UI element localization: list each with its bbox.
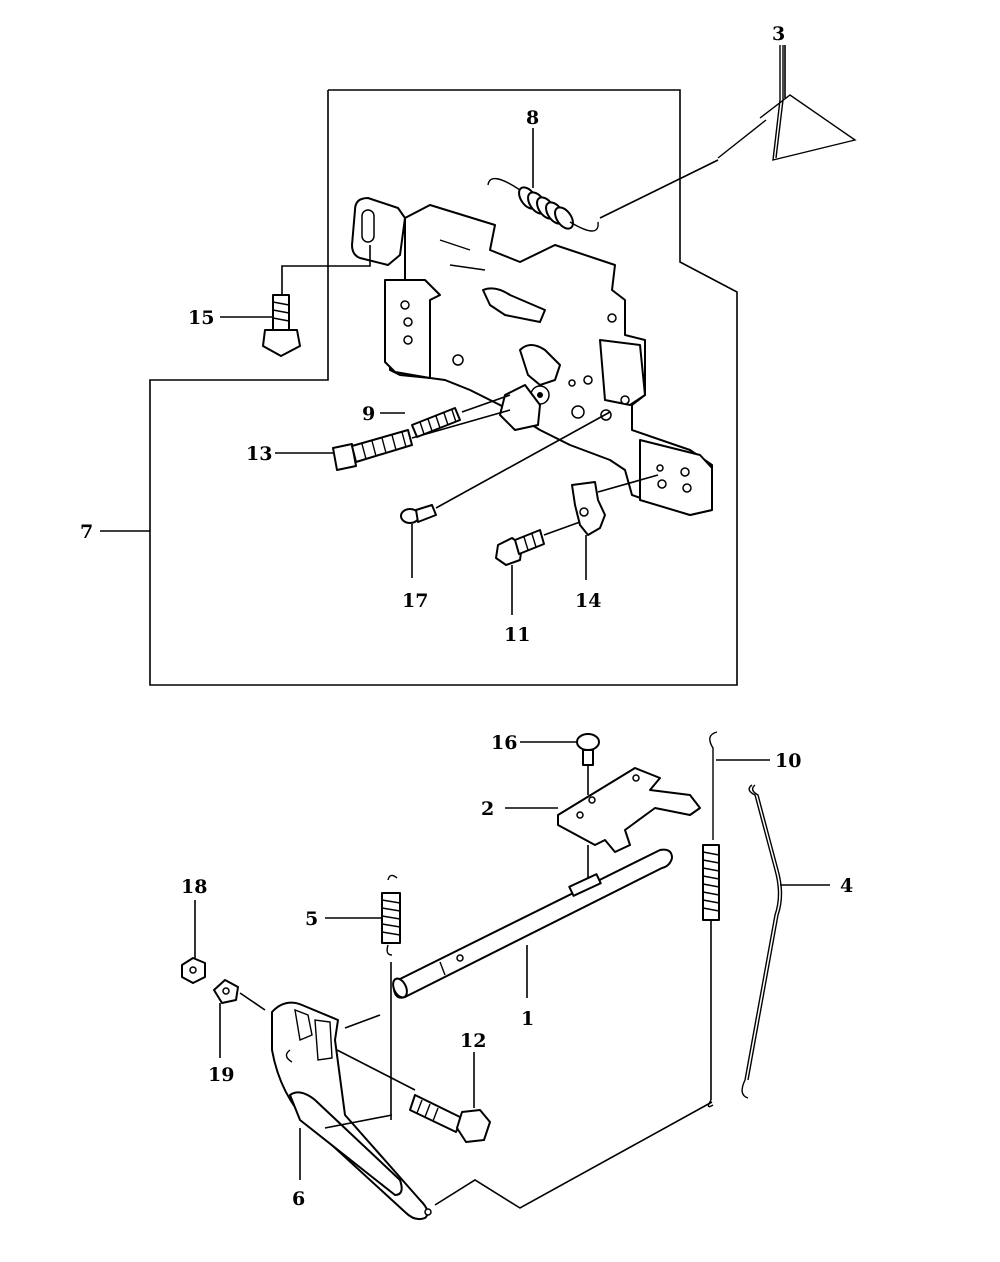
part-3-wire-clip (717, 45, 857, 161)
callout-18: 18 (181, 876, 207, 898)
callout-labels: 3 8 15 9 13 7 17 14 11 16 10 2 4 18 5 1 … (80, 23, 853, 1210)
part-2-plate (505, 767, 701, 890)
callout-5: 5 (305, 908, 318, 930)
callout-11: 11 (504, 624, 530, 646)
callout-14: 14 (575, 590, 601, 612)
part-12-bolt (336, 1049, 491, 1143)
part-1-shaft (344, 848, 673, 1029)
callout-17: 17 (402, 590, 428, 612)
part-17-screw (400, 411, 611, 578)
callout-7: 7 (80, 521, 93, 543)
assembly-7-outline (100, 89, 738, 686)
callout-9: 9 (362, 403, 375, 425)
part-6-throttle-lever (271, 1001, 713, 1221)
callout-4: 4 (840, 875, 853, 897)
part-7-control-bracket (351, 197, 713, 516)
part-5-spring (325, 874, 401, 1120)
callout-3: 3 (772, 23, 785, 45)
part-9-spring (380, 394, 511, 438)
callout-15: 15 (188, 307, 214, 329)
part-16-screw (520, 733, 600, 795)
part-8-spring (487, 128, 719, 232)
callout-10: 10 (775, 750, 801, 772)
callout-13: 13 (246, 443, 272, 465)
part-14-cable-clip (571, 474, 659, 580)
part-13-long-bolt (275, 409, 511, 471)
callout-6: 6 (292, 1188, 305, 1210)
part-19-washer (213, 979, 266, 1058)
callout-2: 2 (481, 798, 494, 820)
callout-12: 12 (460, 1030, 486, 1052)
part-18-nut (181, 900, 206, 984)
callout-1: 1 (521, 1008, 534, 1030)
callout-19: 19 (208, 1064, 234, 1086)
part-15-bolt (220, 245, 371, 357)
callout-16: 16 (491, 732, 517, 754)
part-11-flange-bolt (495, 521, 581, 615)
part-10-spring-rod (702, 731, 770, 1108)
part-4-wire-rod (741, 784, 830, 1099)
callout-8: 8 (526, 107, 539, 129)
